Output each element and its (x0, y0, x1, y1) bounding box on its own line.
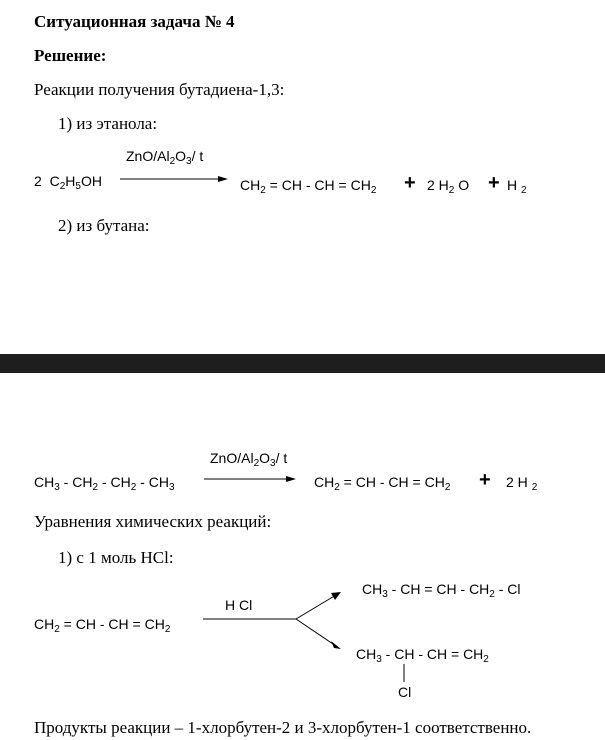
intro-text: Реакции получения бутадиена-1,3: (34, 80, 285, 99)
list-item-butane: 2) из бутана: (58, 216, 150, 235)
reaction2-arrowhead (286, 476, 296, 482)
reaction2-product: CH2 = CH - CH = CH2 (314, 474, 451, 493)
reaction2-plus: + (479, 469, 491, 491)
reaction3-branch-up (295, 594, 337, 620)
reaction1-water: 2 H2 O (427, 177, 470, 196)
reaction1-product: CH2 = CH - CH = CH2 (240, 177, 377, 196)
reaction3-branch-down (295, 618, 337, 647)
reaction2-reactant: CH3 - CH2 - CH2 - CH3 (34, 474, 175, 493)
reaction3-reagent: H Cl (225, 597, 253, 613)
reaction1-condition: ZnO/Al2O3/ t (126, 148, 204, 167)
reaction1-hydrogen: H 2 (507, 177, 527, 196)
reaction3-arrowhead-up (331, 592, 341, 600)
reaction3-product-bottom: CH3 - CH - CH = CH2 (356, 646, 489, 665)
page-divider (0, 354, 605, 373)
reaction1-plus-1: + (404, 172, 416, 194)
reaction3-product-top: CH3 - CH = CH - CH2 - Cl (362, 581, 521, 600)
reaction2-hydrogen: 2 H 2 (506, 474, 538, 493)
solution-label: Решение: (34, 46, 107, 65)
equations-heading: Уравнения химических реакций: (34, 512, 272, 531)
reaction2-condition: ZnO/Al2O3/ t (210, 450, 288, 469)
conclusion-text: Продукты реакции – 1-хлорбутен-2 и 3-хло… (34, 718, 532, 737)
reaction3-arrowhead-down (331, 641, 341, 649)
reaction1-plus-2: + (488, 172, 500, 194)
list-item-ethanol: 1) из этанола: (58, 114, 158, 133)
reaction1-reactant: 2 C2H5OH (34, 173, 102, 192)
reaction3-reactant: CH2 = CH - CH = CH2 (34, 616, 171, 635)
reaction1-arrowhead (218, 176, 228, 182)
reaction3-substituent: Cl (398, 684, 412, 700)
list-item-hcl: 1) с 1 моль HCl: (58, 548, 174, 567)
task-title: Ситуационная задача № 4 (34, 12, 235, 31)
